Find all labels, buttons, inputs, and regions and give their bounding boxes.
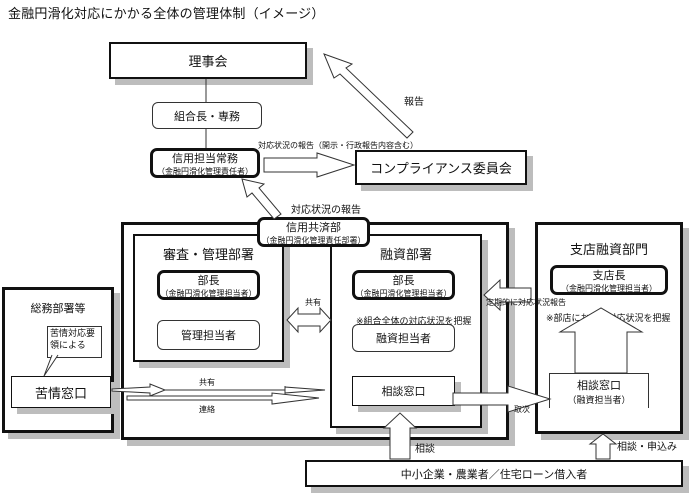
loan-staff-node: 融資担当者	[352, 324, 455, 352]
credit-dept-node: 信用共済部 （金融円滑化管理責任部署）	[257, 217, 370, 247]
board-node: 理事会	[109, 42, 307, 79]
share-label-2: 共有	[199, 378, 215, 387]
report-arrow	[323, 53, 414, 139]
loan-dept-box: 融資部署 部長 （金融円滑化管理担当者） ※組合全体の対応状況を把握 融資担当者…	[330, 234, 482, 428]
branch-window-label: 相談窓口	[577, 378, 621, 392]
branch-dept-box: 支店融資部門 支店長 （金融円滑化管理担当者） ※部店における対応状況を把握	[535, 222, 683, 434]
forward-label: 取次	[514, 405, 530, 414]
credit-director-name: 信用担当常務	[172, 151, 238, 165]
loan-head-name: 部長	[392, 273, 415, 287]
complaint-window-label: 苦情窓口	[34, 386, 87, 402]
branch-window-sub: （融資担当者）	[567, 395, 631, 406]
loan-dept-note: ※組合全体の対応状況を把握	[356, 317, 472, 327]
status-report-label: 対応状況の報告	[291, 205, 361, 216]
share-label-1: 共有	[305, 298, 321, 307]
president-label: 組合長・専務	[174, 109, 240, 123]
compliance-committee-label: コンプライアンス委員会	[370, 162, 512, 177]
review-dept-head: 部長 （金融円滑化管理担当者）	[157, 270, 260, 300]
consult-apply-label: 相談・申込み	[617, 442, 677, 453]
branch-dept-note: ※部店における対応状況を把握	[546, 314, 671, 324]
branch-head-role: （金融円滑化管理担当者）	[561, 283, 657, 293]
status-report-disclosure-label: 対応状況の報告（開示・行政報告内容含む）	[258, 141, 418, 150]
customers-label: 中小企業・農業者／住宅ローン借入者	[400, 467, 588, 481]
compliance-committee-node: コンプライアンス委員会	[355, 150, 527, 185]
branch-dept-title: 支店融資部門	[569, 243, 648, 258]
complaint-window-node: 苦情窓口	[11, 376, 111, 408]
diagram-title: 金融円滑化対応にかかる全体の管理体制（イメージ）	[8, 7, 325, 22]
loan-staff-label: 融資担当者	[376, 332, 431, 345]
review-dept-box: 審査・管理部署 部長 （金融円滑化管理担当者） 管理担当者	[133, 234, 284, 362]
periodic-report-label: 定期的に対応状況報告	[486, 298, 566, 307]
president-node: 組合長・専務	[152, 102, 262, 129]
branch-dept-head: 支店長 （金融円滑化管理担当者）	[550, 265, 668, 295]
complaint-guideline-callout: 苦情対応要領による	[47, 326, 102, 358]
branch-head-name: 支店長	[592, 268, 626, 282]
loan-dept-title: 融資部署	[379, 248, 432, 263]
credit-director-role: （金融円滑化管理責任者）	[157, 166, 253, 176]
contact-label: 連絡	[199, 405, 215, 414]
general-affairs-box: 総務部署等 苦情対応要領による 苦情窓口	[2, 287, 114, 433]
credit-director-status-arrow	[241, 178, 282, 220]
customers-node: 中小企業・農業者／住宅ローン借入者	[305, 460, 683, 487]
report-label: 報告	[404, 97, 424, 108]
director-compliance-arrow	[263, 152, 356, 178]
credit-dept-name: 信用共済部	[286, 220, 341, 234]
review-head-role: （金融円滑化管理担当者）	[160, 288, 257, 298]
review-staff-label: 管理担当者	[181, 329, 236, 342]
credit-dept-role: （金融円滑化管理責任部署）	[261, 235, 366, 245]
review-staff-node: 管理担当者	[157, 320, 260, 350]
review-dept-title: 審査・管理部署	[162, 248, 254, 263]
loan-head-role: （金融円滑化管理担当者）	[355, 288, 452, 298]
branch-window-node: 相談窓口 （融資担当者）	[549, 373, 649, 408]
consult-apply-arrow	[588, 433, 618, 460]
general-affairs-title: 総務部署等	[30, 302, 86, 315]
review-head-name: 部長	[197, 273, 220, 287]
loan-window-node: 相談窓口	[352, 376, 455, 406]
credit-director-node: 信用担当常務 （金融円滑化管理責任者）	[150, 148, 260, 178]
board-label: 理事会	[188, 55, 228, 70]
consult-label: 相談	[415, 444, 435, 455]
loan-dept-head: 部長 （金融円滑化管理担当者）	[352, 270, 455, 300]
loan-window-label: 相談窓口	[381, 385, 426, 398]
